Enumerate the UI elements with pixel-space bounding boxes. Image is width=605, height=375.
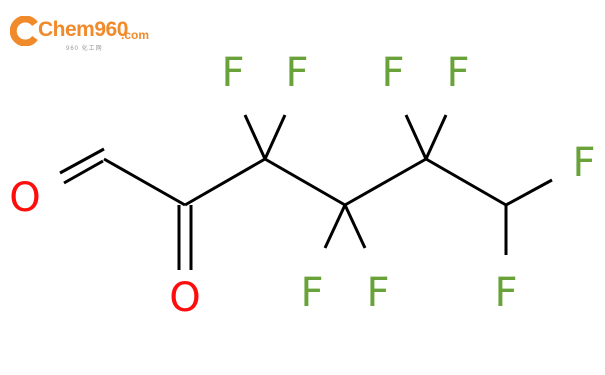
atom-label-f-c5-left: F bbox=[381, 50, 404, 96]
atom-labels: O O F F F F F F F F bbox=[9, 50, 595, 321]
bond-c5-f-right bbox=[424, 114, 448, 160]
bond-aldehyde-co-outer bbox=[59, 147, 105, 175]
bond-c4-f-right bbox=[343, 204, 367, 249]
bond-c3-f-left bbox=[243, 114, 267, 160]
bond-c1-c2 bbox=[103, 157, 186, 207]
atom-label-o-aldehyde: O bbox=[9, 175, 40, 221]
atom-label-f-c4-right: F bbox=[366, 270, 389, 316]
bond-c5-c6 bbox=[425, 157, 507, 207]
atom-label-f-c6-lower: F bbox=[494, 270, 517, 316]
logo-domain-suffix: .com bbox=[121, 28, 150, 42]
logo-subtitle: 960 化工网 bbox=[66, 46, 103, 52]
atom-label-o-ketone: O bbox=[169, 275, 200, 321]
bond-c6-f-upper bbox=[505, 178, 553, 207]
bond-aldehyde-co-inner bbox=[63, 159, 104, 185]
bond-c2-c3 bbox=[184, 157, 266, 207]
bonds bbox=[59, 114, 553, 270]
bond-c4-f-left bbox=[323, 204, 347, 249]
bond-c3-c4 bbox=[264, 157, 346, 207]
atom-label-f-c3-right: F bbox=[285, 50, 308, 96]
atom-label-f-c3-left: F bbox=[221, 50, 244, 96]
atom-label-f-c6-upper: F bbox=[572, 140, 595, 186]
bond-c3-f-right bbox=[263, 114, 287, 160]
bond-c5-f-left bbox=[404, 114, 428, 160]
chem960-logo: Chem960 .com 960 化工网 bbox=[10, 14, 160, 54]
logo-c-mark-icon bbox=[10, 16, 38, 46]
bond-c4-c5 bbox=[344, 157, 427, 207]
atom-label-f-c5-right: F bbox=[446, 50, 469, 96]
logo-wordmark: Chem960 bbox=[38, 18, 128, 41]
atom-label-f-c4-left: F bbox=[300, 270, 323, 316]
